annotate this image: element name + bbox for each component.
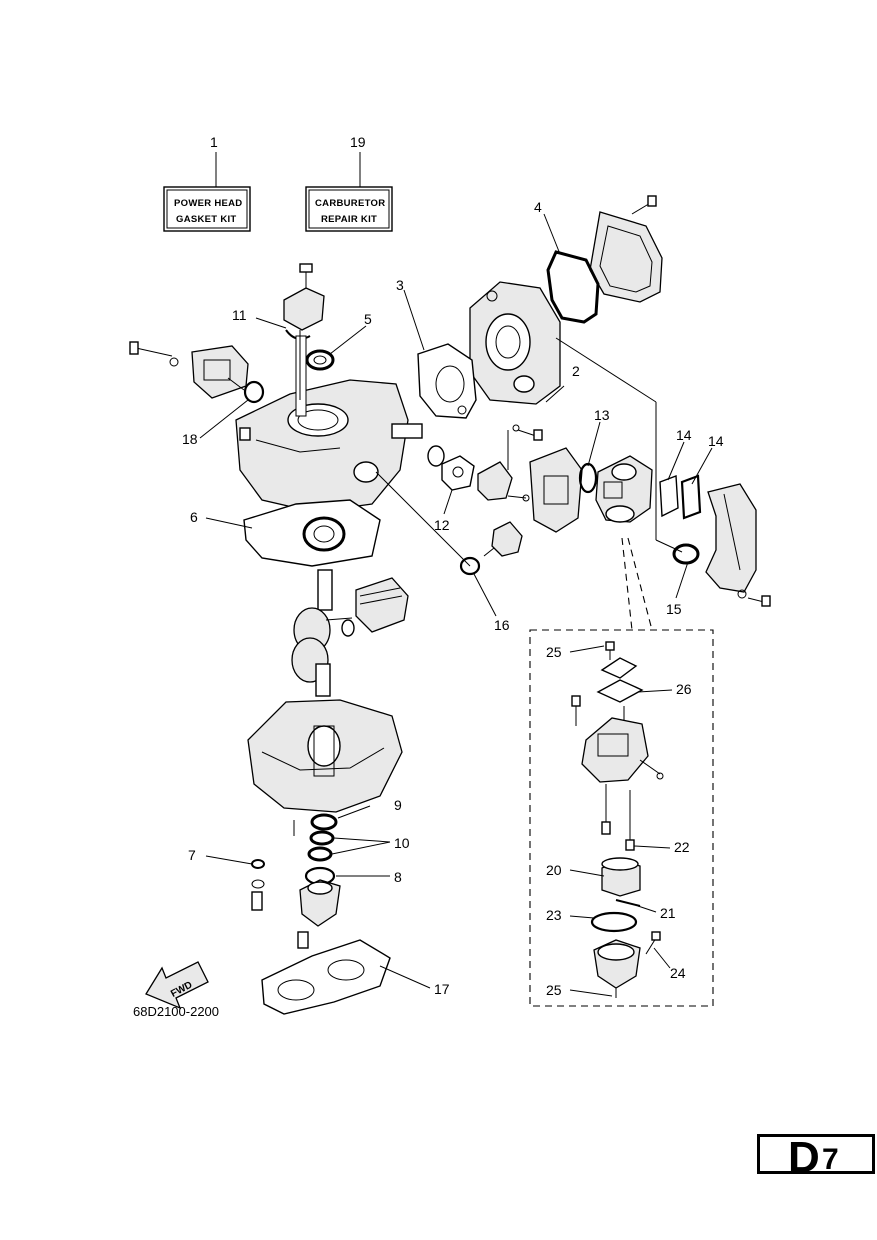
gasket-4 <box>546 250 600 324</box>
kit-number-power-head: 1 <box>210 134 218 150</box>
kit-label-line2: GASKET KIT <box>176 214 237 225</box>
gasket-6 <box>243 499 381 567</box>
cylinder-head <box>469 281 561 405</box>
valve-body <box>477 424 543 502</box>
callout-25b: 25 <box>546 982 562 998</box>
callout-15: 15 <box>666 601 682 617</box>
washer-7-bolt <box>251 859 265 911</box>
thermostat-cover-11 <box>283 263 325 340</box>
gasket-14a <box>659 475 679 518</box>
main-jet <box>601 784 635 851</box>
float-chamber <box>593 939 641 998</box>
callout-5: 5 <box>364 311 372 327</box>
gasket-14b <box>680 474 702 520</box>
gasket-15 <box>672 543 700 565</box>
callout-12: 12 <box>434 517 450 533</box>
gasket-23 <box>590 911 638 933</box>
callout-13: 13 <box>594 407 610 423</box>
oil-seal-9 <box>310 813 338 831</box>
piston <box>341 577 409 637</box>
float-pin-21 <box>615 899 641 907</box>
callout-17: 17 <box>434 981 450 997</box>
callout-25a: 25 <box>546 644 562 660</box>
callout-14a: 14 <box>676 427 692 443</box>
water-pipe-holder <box>297 879 341 949</box>
kit-label-line1: CARBURETOR <box>315 198 385 209</box>
cylinder-head-cover <box>589 195 663 303</box>
kit-number-carburetor: 19 <box>350 134 366 150</box>
kit-label-line1: POWER HEAD <box>174 198 242 209</box>
gasket-26 <box>596 679 644 703</box>
page-id-letter: D <box>788 1133 820 1182</box>
gasket-3 <box>417 343 477 419</box>
callout-11: 11 <box>232 307 247 323</box>
float-chamber-cover <box>600 657 638 679</box>
callout-16: 16 <box>494 617 510 633</box>
fuel-pump <box>129 341 249 399</box>
page-id-number: 7 <box>822 1143 839 1176</box>
callout-2: 2 <box>572 363 580 379</box>
callout-10: 10 <box>394 835 410 851</box>
callout-9: 9 <box>394 797 402 813</box>
callout-7: 7 <box>188 847 196 863</box>
callout-18: 18 <box>182 431 198 447</box>
callout-8: 8 <box>394 869 402 885</box>
cylinder-block <box>235 330 445 513</box>
o-ring-13 <box>578 462 598 494</box>
silencer-pipe <box>705 483 771 607</box>
carburetor-body <box>571 695 664 783</box>
callout-14b: 14 <box>708 433 724 449</box>
drawing-code: 68D2100-2200 <box>133 1004 220 1019</box>
oil-seals-10 <box>307 830 335 862</box>
callout-24: 24 <box>670 965 686 981</box>
oil-seal-5 <box>305 349 335 371</box>
screw-25-top <box>605 641 615 660</box>
gasket-17 <box>261 939 391 1015</box>
page-id-box: D 7 <box>757 1133 875 1182</box>
callout-20: 20 <box>546 862 562 878</box>
callout-21: 21 <box>660 905 676 921</box>
screw-24 <box>645 931 661 955</box>
callout-23: 23 <box>546 907 562 923</box>
carburetor-assembly <box>595 455 653 523</box>
crankcase <box>247 699 403 836</box>
kit-box-power-head[interactable]: 1 POWER HEAD GASKET KIT <box>163 134 251 232</box>
fwd-arrow-icon: FWD <box>145 961 209 1010</box>
float-20 <box>601 857 641 897</box>
kit-box-carburetor[interactable]: 19 CARBURETOR REPAIR KIT <box>305 134 393 232</box>
kit-label-line2: REPAIR KIT <box>321 214 377 225</box>
callout-4: 4 <box>534 199 542 215</box>
intake-manifold <box>529 447 583 533</box>
plug-16 <box>459 521 523 576</box>
crankshaft <box>291 569 353 697</box>
gasket-12 <box>441 455 475 491</box>
o-ring-18 <box>243 380 265 404</box>
callout-22: 22 <box>674 839 690 855</box>
callout-6: 6 <box>190 509 198 525</box>
callout-3: 3 <box>396 277 404 293</box>
carburetor-detail-frame <box>529 537 714 1007</box>
callout-26: 26 <box>676 681 692 697</box>
